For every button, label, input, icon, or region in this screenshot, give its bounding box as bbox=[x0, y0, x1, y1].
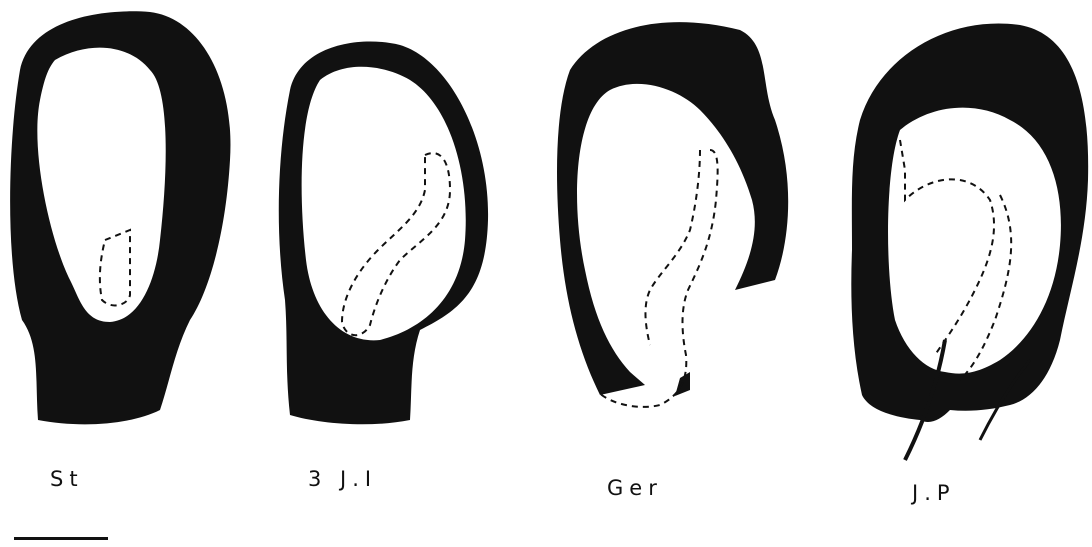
3ji-section-outline bbox=[279, 41, 488, 424]
label-ger: Ger bbox=[607, 476, 663, 500]
panel-st bbox=[10, 11, 230, 424]
st-section-outline bbox=[10, 11, 230, 424]
label-st: St bbox=[50, 467, 84, 491]
scale-bar bbox=[14, 537, 108, 540]
jp-section-outline bbox=[851, 23, 1088, 421]
3ji-inner-dashed-outline bbox=[342, 153, 450, 335]
panel-jp bbox=[851, 23, 1088, 460]
jp-inner-dashed-outline bbox=[900, 140, 1011, 380]
panel-ger bbox=[557, 22, 788, 407]
label-3ji: 3 J.I bbox=[308, 467, 377, 491]
panel-3ji bbox=[279, 41, 488, 424]
ger-section-outline bbox=[557, 22, 788, 396]
st-inner-dashed-outline bbox=[100, 230, 130, 305]
label-jp: J.P bbox=[912, 481, 956, 505]
